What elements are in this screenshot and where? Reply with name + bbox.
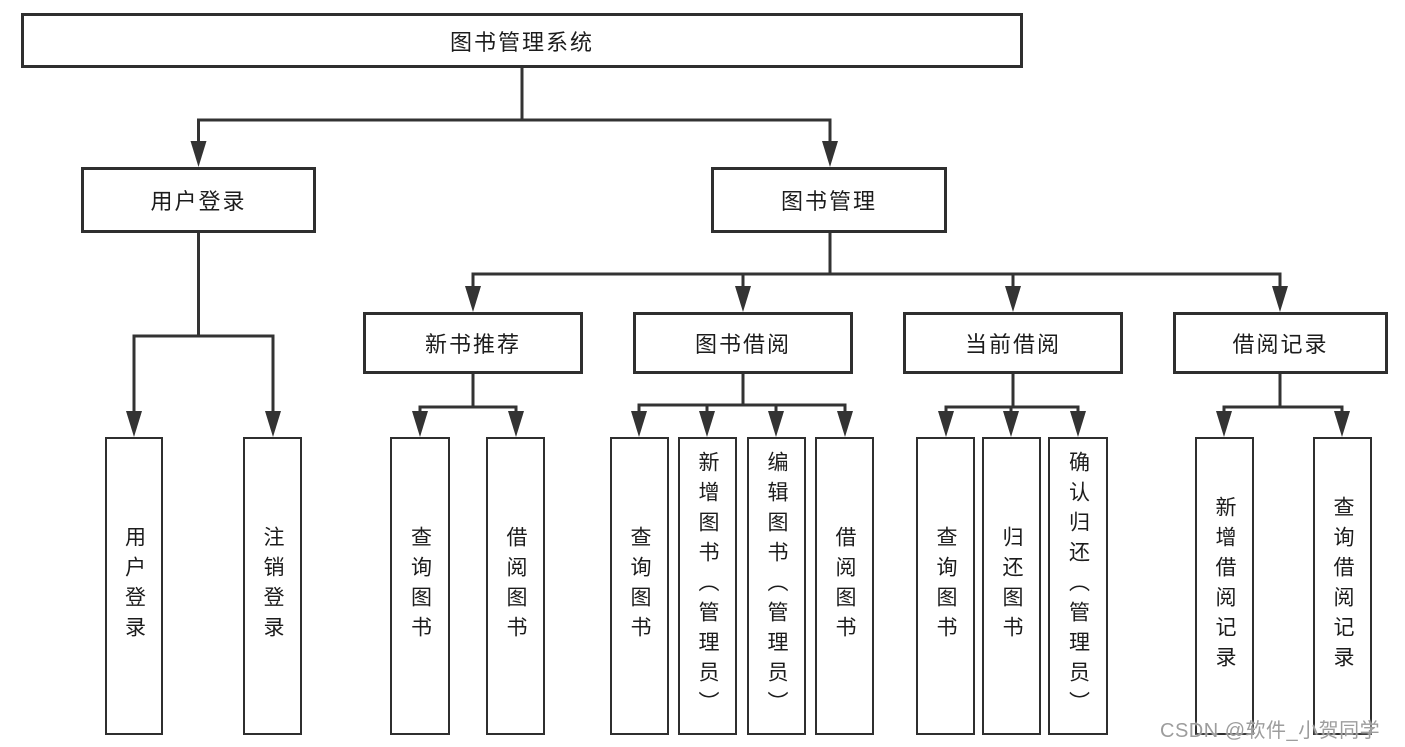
- node-new-book-recommend: 新书推荐: [363, 312, 583, 374]
- node-root: 图书管理系统: [21, 13, 1023, 68]
- leaf-borrow-books-label: 借阅图书: [833, 526, 856, 646]
- leaf-edit-books-admin: 编辑图书（管理员）: [747, 437, 806, 735]
- arrowhead-icons: [126, 141, 1350, 437]
- node-borrow-records-label: 借阅记录: [1232, 332, 1329, 357]
- node-book-borrow: 图书借阅: [633, 312, 853, 374]
- leaf-query-books-recommend: 查询图书: [390, 437, 450, 735]
- node-book-mgmt-label: 图书管理: [780, 189, 877, 214]
- node-user-login-label: 用户登录: [150, 189, 247, 214]
- node-book-mgmt: 图书管理: [711, 167, 947, 233]
- leaf-add-books-admin: 新增图书（管理员）: [678, 437, 737, 735]
- leaf-return-books-label: 归还图书: [1000, 526, 1023, 646]
- leaf-add-borrow-record-label: 新增借阅记录: [1213, 496, 1236, 676]
- leaf-confirm-return-admin: 确认归还（管理员）: [1048, 437, 1108, 735]
- node-user-login: 用户登录: [81, 167, 316, 233]
- leaf-add-borrow-record: 新增借阅记录: [1195, 437, 1254, 735]
- leaf-add-books-admin-label: 新增图书（管理员）: [696, 451, 719, 721]
- connector-paths: [132, 68, 1344, 416]
- node-book-borrow-label: 图书借阅: [694, 332, 791, 357]
- leaf-query-books-borrow-label: 查询图书: [628, 526, 651, 646]
- leaf-logout-label: 注销登录: [261, 526, 284, 646]
- leaf-logout: 注销登录: [243, 437, 302, 735]
- node-current-borrow: 当前借阅: [903, 312, 1123, 374]
- leaf-query-borrow-record-label: 查询借阅记录: [1331, 496, 1354, 676]
- leaf-query-borrow-record: 查询借阅记录: [1313, 437, 1372, 735]
- leaf-user-login-label: 用户登录: [122, 526, 146, 646]
- leaf-borrow-books: 借阅图书: [815, 437, 874, 735]
- leaf-query-books-recommend-label: 查询图书: [408, 526, 432, 646]
- node-borrow-records: 借阅记录: [1173, 312, 1388, 374]
- leaf-edit-books-admin-label: 编辑图书（管理员）: [765, 451, 788, 721]
- leaf-borrow-books-recommend-label: 借阅图书: [504, 526, 527, 646]
- leaf-return-books: 归还图书: [982, 437, 1041, 735]
- leaf-confirm-return-admin-label: 确认归还（管理员）: [1066, 451, 1090, 721]
- csdn-watermark: CSDN @软件_小贺同学: [1160, 720, 1381, 742]
- leaf-query-books-current-label: 查询图书: [934, 526, 957, 646]
- leaf-query-books-current: 查询图书: [916, 437, 975, 735]
- leaf-borrow-books-recommend: 借阅图书: [486, 437, 545, 735]
- node-current-borrow-label: 当前借阅: [964, 332, 1061, 357]
- node-new-book-recommend-label: 新书推荐: [424, 332, 521, 357]
- leaf-user-login: 用户登录: [105, 437, 163, 735]
- leaf-query-books-borrow: 查询图书: [610, 437, 669, 735]
- node-root-label: 图书管理系统: [449, 29, 594, 55]
